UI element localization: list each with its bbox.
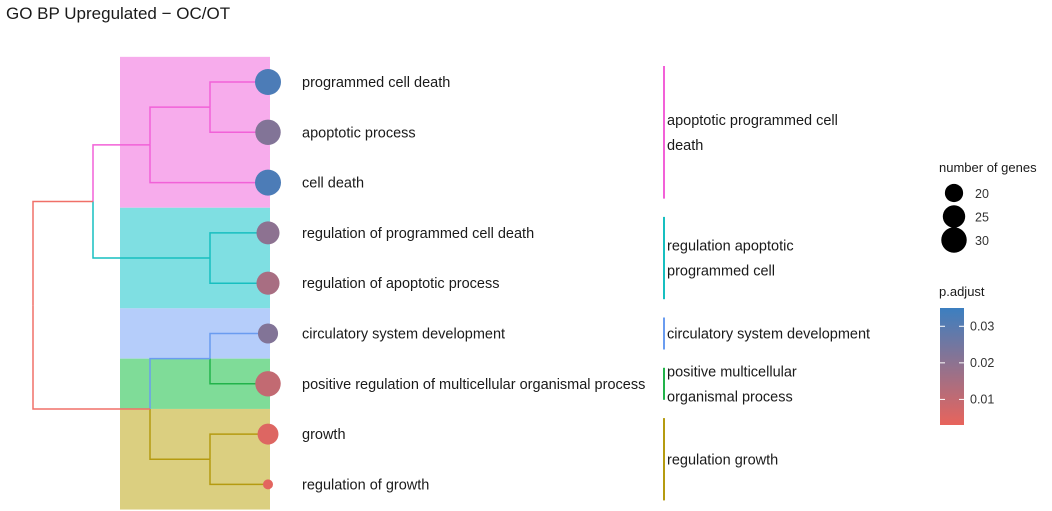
cluster-labels: apoptotic programmed cell death regulation… [663, 66, 870, 501]
term-point [255, 69, 281, 95]
size-legend-key [942, 205, 966, 228]
color-legend-label: 0.01 [970, 392, 994, 406]
cluster-label: apoptotic programmed cell [667, 113, 838, 129]
color-legend-label: 0.03 [970, 319, 994, 333]
cluster-label: death [667, 138, 703, 154]
color-legend-label: 0.02 [970, 356, 994, 370]
tree-branch [209, 332, 268, 359]
cluster-label: regulation apoptotic [667, 239, 794, 255]
tree-branch [209, 232, 268, 259]
term-point [257, 323, 279, 344]
tree-branch [149, 144, 268, 184]
term-label: positive regulation of multicellular org… [302, 377, 645, 393]
term-label: regulation of programmed cell death [302, 226, 534, 242]
color-legend-title: p.adjust [939, 284, 985, 299]
tree-branch [209, 107, 268, 134]
tree-branch [209, 258, 268, 284]
term-point [256, 271, 280, 295]
term-label: circulatory system development [302, 327, 505, 343]
size-legend-key [941, 227, 967, 253]
term-label: programmed cell death [302, 75, 450, 91]
size-legend-label: 30 [975, 234, 989, 248]
term-label: regulation of growth [302, 477, 429, 493]
tree-branch [149, 408, 210, 460]
tree-branch [209, 358, 268, 385]
term-label: growth [302, 427, 346, 443]
size-legend-key [944, 183, 964, 203]
cluster-label: positive multicellular [667, 364, 797, 380]
term-points [255, 69, 281, 490]
size-legend-label: 25 [975, 211, 989, 225]
term-point [255, 371, 281, 397]
tree-branch [209, 81, 268, 108]
tree-branch [149, 106, 210, 145]
cluster-label: organismal process [667, 389, 793, 405]
size-legend-label: 20 [975, 187, 989, 201]
size-legend-title: number of genes [939, 160, 1037, 175]
color-legend-bar [940, 308, 964, 425]
tree-branch [92, 144, 150, 202]
term-label: apoptotic process [302, 125, 416, 141]
term-point [255, 119, 281, 146]
term-point [263, 479, 273, 490]
cluster-label: circulatory system development [667, 327, 870, 343]
term-point [257, 423, 279, 445]
term-labels: programmed cell death apoptotic process ce… [302, 75, 645, 493]
tree-branch [209, 433, 268, 460]
chart-title: GO BP Upregulated − OC/OT [6, 4, 231, 23]
term-point [255, 169, 281, 196]
cluster-label: programmed cell [667, 264, 775, 280]
tree-branch [32, 305, 150, 410]
term-label: regulation of apoptotic process [302, 276, 500, 292]
legend: number of genes 20 25 30 p.adjust 0.03 0.02 0.0… [939, 160, 1037, 425]
tree-branch [209, 459, 268, 486]
tree-branch [92, 201, 210, 259]
tree-branch [149, 357, 210, 409]
cluster-label: regulation growth [667, 452, 778, 468]
dendrogram [32, 81, 268, 486]
tree-branch [32, 200, 93, 306]
term-point [256, 221, 280, 245]
term-label: cell death [302, 176, 364, 192]
